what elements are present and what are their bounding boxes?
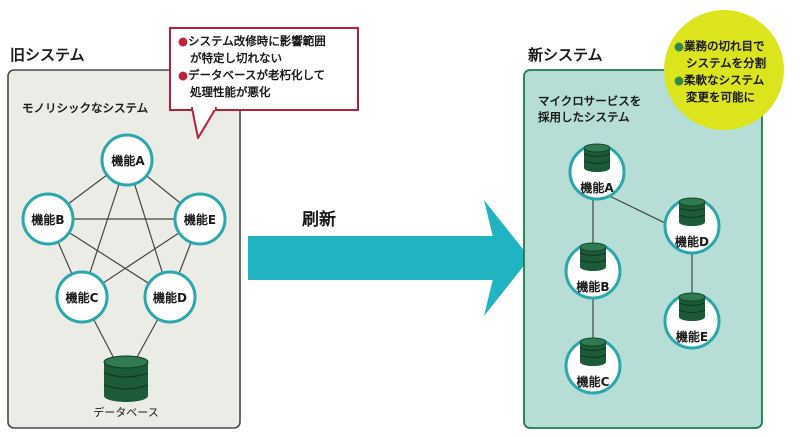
old-node-d-label: 機能D [153,291,187,305]
service-d-label: 機能D [675,235,709,249]
service-a [568,143,626,201]
service-e [663,292,721,350]
new-panel-label: マイクロサービスを 採用したシステム [538,93,641,125]
service-b [564,242,622,300]
old-node-d-circle [143,270,197,324]
service-b-label: 機能B [576,280,610,294]
old-node-a-circle [100,133,154,187]
bullet-icon: ● [178,68,189,82]
new-system-title: 新システム [528,46,603,64]
benefit-item-2: ●柔軟なシステム [674,72,794,89]
service-a-label: 機能A [580,181,614,195]
old-node-b-circle [21,192,75,246]
benefit-item-2-line1: 柔軟なシステム [684,73,765,87]
old-node-a-label: 機能A [111,154,145,168]
old-node-e-label: 機能E [183,213,217,227]
service-c-label: 機能C [576,375,610,389]
service-e-label: 機能E [675,330,709,344]
callout-item-1-line2: が特定し切れない [190,51,282,65]
benefit-item-1-line2: システムを分割 [686,56,767,70]
database-icon [103,355,149,402]
arrow-label: 刷新 [302,210,336,230]
callout-item-2-line1: データベースが老朽化して [188,68,326,82]
old-node-c-circle [55,270,109,324]
database-label: データベース [93,406,159,419]
old-node-b-label: 機能B [31,213,65,227]
benefits-bubble [664,10,784,130]
benefits-text: ●業務の切れ目で システムを分割 ●柔軟なシステム 変更を可能に [674,38,794,106]
new-panel-label-line2: 採用したシステム [538,110,630,124]
bullet-icon: ● [178,34,189,48]
old-node-e-circle [173,192,227,246]
callout-item-1: ●システム改修時に影響範囲 [178,33,356,50]
old-system-title: 旧システム [10,46,85,64]
callout-item-2-line2: 処理性能が悪化 [190,85,271,99]
problem-callout [169,27,359,139]
benefit-item-1-line1: 業務の切れ目で [684,39,765,53]
old-node-c-label: 機能C [65,291,99,305]
old-system-panel [7,69,241,429]
bullet-icon: ● [674,73,685,87]
old-panel-label: モノリシックなシステム [22,101,149,115]
service-d [663,197,721,255]
benefit-item-1: ●業務の切れ目で [674,38,794,55]
new-panel-label-line1: マイクロサービスを [538,94,642,108]
callout-item-2: ●データベースが老朽化して [178,67,356,84]
service-c [564,337,622,395]
benefit-item-2-line2: 変更を可能に [686,90,755,104]
refresh-arrow [248,200,530,316]
bullet-icon: ● [674,39,685,53]
problem-callout-text: ●システム改修時に影響範囲 が特定し切れない ●データベースが老朽化して 処理性… [178,33,356,101]
callout-item-1-line1: システム改修時に影響範囲 [188,34,326,48]
